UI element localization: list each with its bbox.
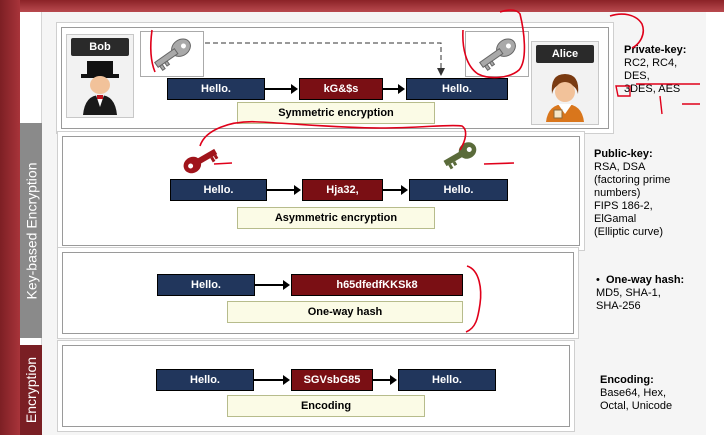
asymmetric-ciphertext-box: Hja32,	[302, 179, 383, 201]
key-icon-grey	[479, 38, 516, 72]
public-key-line-3: numbers)	[594, 187, 641, 199]
public-key-line-2: (factoring prime	[594, 174, 671, 186]
private-key-heading: Private-key:	[624, 44, 687, 56]
encoding-line-2: Octal, Unicode	[600, 400, 673, 412]
key-icon-grey	[154, 38, 191, 72]
key-icon-green	[443, 142, 477, 170]
hash-heading-text: One-way hash:	[605, 274, 685, 286]
alice-name-tag: Alice	[536, 45, 594, 63]
public-key-heading: Public-key:	[594, 148, 653, 160]
encoding-heading: Encoding:	[600, 374, 654, 386]
encoding-encoded-box: SGVsbG85	[291, 369, 373, 391]
symmetric-label: Symmetric encryption	[237, 102, 435, 124]
hash-label: One-way hash	[227, 301, 463, 323]
bob-name-tag: Bob	[71, 38, 129, 56]
symmetric-arrow-1	[265, 84, 298, 94]
left-frame-band	[0, 0, 20, 435]
public-key-line-6: (Elliptic curve)	[594, 226, 664, 238]
hash-plaintext-box: Hello.	[157, 274, 255, 296]
encoding-plaintext-box: Hello.	[156, 369, 254, 391]
private-key-notes: Private-key: RC2, RC4, DES, 3DES, AES	[624, 44, 704, 96]
symmetric-arrow-2	[383, 84, 405, 94]
encryption-tab-label: Encryption	[23, 356, 39, 424]
public-key-line-4: FIPS 186-2,	[594, 200, 653, 212]
symmetric-plaintext-out-box: Hello.	[406, 78, 508, 100]
hash-arrow	[255, 280, 290, 290]
encryption-tab: Encryption	[20, 345, 42, 435]
public-key-line-5: ElGamal	[594, 213, 637, 225]
alice-key-frame	[465, 31, 529, 77]
encoding-notes: Encoding: Base64, Hex, Octal, Unicode	[600, 374, 704, 413]
encoding-line-1: Base64, Hex,	[600, 387, 667, 399]
private-key-line-1: RC2, RC4,	[624, 57, 678, 69]
private-key-line-2: DES,	[624, 70, 650, 82]
asymmetric-arrow-1	[267, 185, 301, 195]
bob-key-frame	[140, 31, 204, 77]
public-key-notes: Public-key: RSA, DSA (factoring prime nu…	[594, 148, 704, 239]
bob-avatar	[81, 61, 119, 115]
encoding-arrow-2	[373, 375, 397, 385]
asymmetric-label: Asymmetric encryption	[237, 207, 435, 229]
top-frame-band	[0, 0, 724, 12]
bob-card: Bob	[66, 34, 134, 118]
hash-digest-box: h65dfedfKKSk8	[291, 274, 463, 296]
symmetric-plaintext-box: Hello.	[167, 78, 265, 100]
asymmetric-plaintext-out-box: Hello.	[409, 179, 508, 201]
private-key-line-3: 3DES, AES	[624, 83, 681, 95]
asymmetric-plaintext-box: Hello.	[170, 179, 267, 201]
public-key-line-1: RSA, DSA	[594, 161, 646, 173]
encoding-arrow-1	[254, 375, 290, 385]
encoding-label: Encoding	[227, 395, 425, 417]
hash-line-1: MD5, SHA-1,	[596, 287, 661, 299]
symmetric-ciphertext-box: kG&$s	[299, 78, 383, 100]
encoding-plaintext-out-box: Hello.	[398, 369, 496, 391]
hash-line-2: SHA-256	[596, 300, 641, 312]
alice-avatar	[546, 74, 584, 122]
key-icon-red	[183, 148, 219, 174]
key-based-encryption-label: Key-based Encryption	[23, 162, 39, 299]
asymmetric-arrow-2	[383, 185, 408, 195]
key-based-encryption-tab: Key-based Encryption	[20, 123, 42, 338]
hash-heading: • One-way hash:	[596, 274, 685, 286]
hash-notes: • One-way hash: MD5, SHA-1, SHA-256	[596, 274, 704, 313]
alice-card: Alice	[531, 41, 599, 125]
